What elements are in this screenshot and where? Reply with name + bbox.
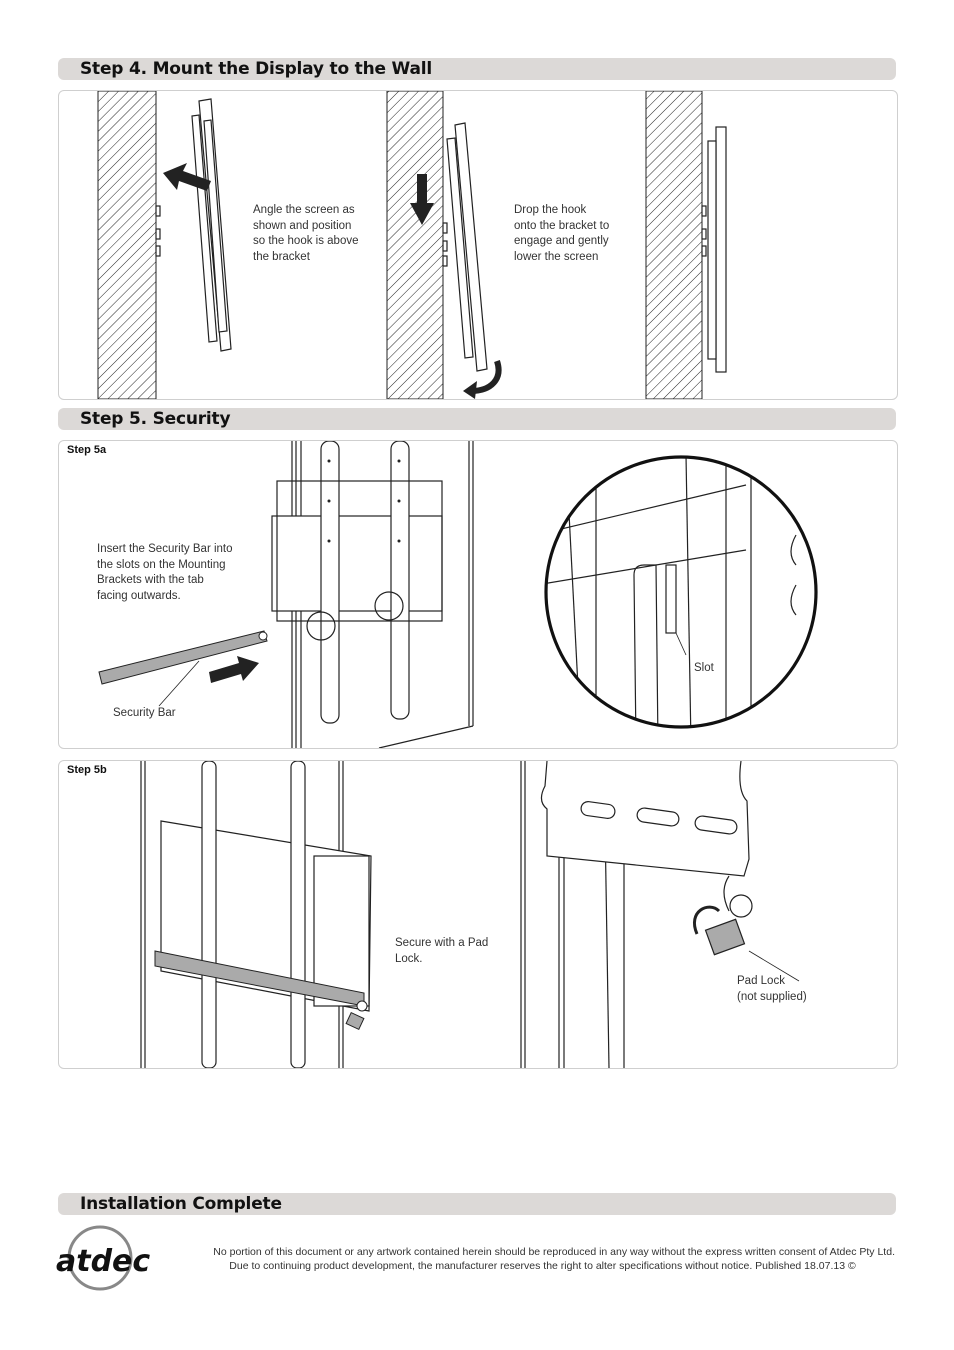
down-arrow xyxy=(410,174,434,225)
slot-label: Slot xyxy=(694,662,714,674)
step5-header: Step 5. Security xyxy=(58,408,896,430)
footer-notice: No portion of this document or any artwo… xyxy=(150,1245,895,1273)
step5-title: Step 5. Security xyxy=(80,409,231,429)
small-lock-5b xyxy=(345,1000,368,1031)
wall-illustration-3 xyxy=(645,91,727,399)
padlock xyxy=(693,905,746,956)
security-bar-label: Security Bar xyxy=(113,707,176,719)
step4-header: Step 4. Mount the Display to the Wall xyxy=(58,58,896,80)
wall-bracket-2 xyxy=(442,222,448,267)
security-bar xyxy=(98,630,268,685)
footer-line-1: No portion of this document or any artwo… xyxy=(213,1246,895,1258)
logo-text: atdec xyxy=(56,1244,150,1279)
tilted-display xyxy=(191,98,232,352)
display-mounted xyxy=(707,126,727,373)
footer-line-2: Due to continuing product development, t… xyxy=(229,1260,856,1272)
bracket-assembly-5b xyxy=(140,761,372,1068)
step5a-label: Step 5a xyxy=(67,444,107,456)
complete-header: Installation Complete xyxy=(58,1193,896,1215)
atdec-logo: atdec xyxy=(56,1225,150,1291)
wall-illustration-1 xyxy=(97,91,232,399)
padlock-label: Pad Lock(not supplied) xyxy=(737,975,807,1003)
pull-arrow xyxy=(163,163,211,191)
step5b-label: Step 5b xyxy=(67,764,107,776)
padlock-detail xyxy=(520,761,800,1068)
wall-bracket xyxy=(155,205,161,257)
insert-arrow xyxy=(209,656,259,683)
wall-illustration-2 xyxy=(386,91,502,399)
display-dropping xyxy=(446,122,488,372)
complete-title: Installation Complete xyxy=(80,1194,282,1214)
step4-title: Step 4. Mount the Display to the Wall xyxy=(80,59,432,79)
bracket-assembly-5a xyxy=(98,441,474,748)
slot-detail-circle xyxy=(544,455,818,729)
